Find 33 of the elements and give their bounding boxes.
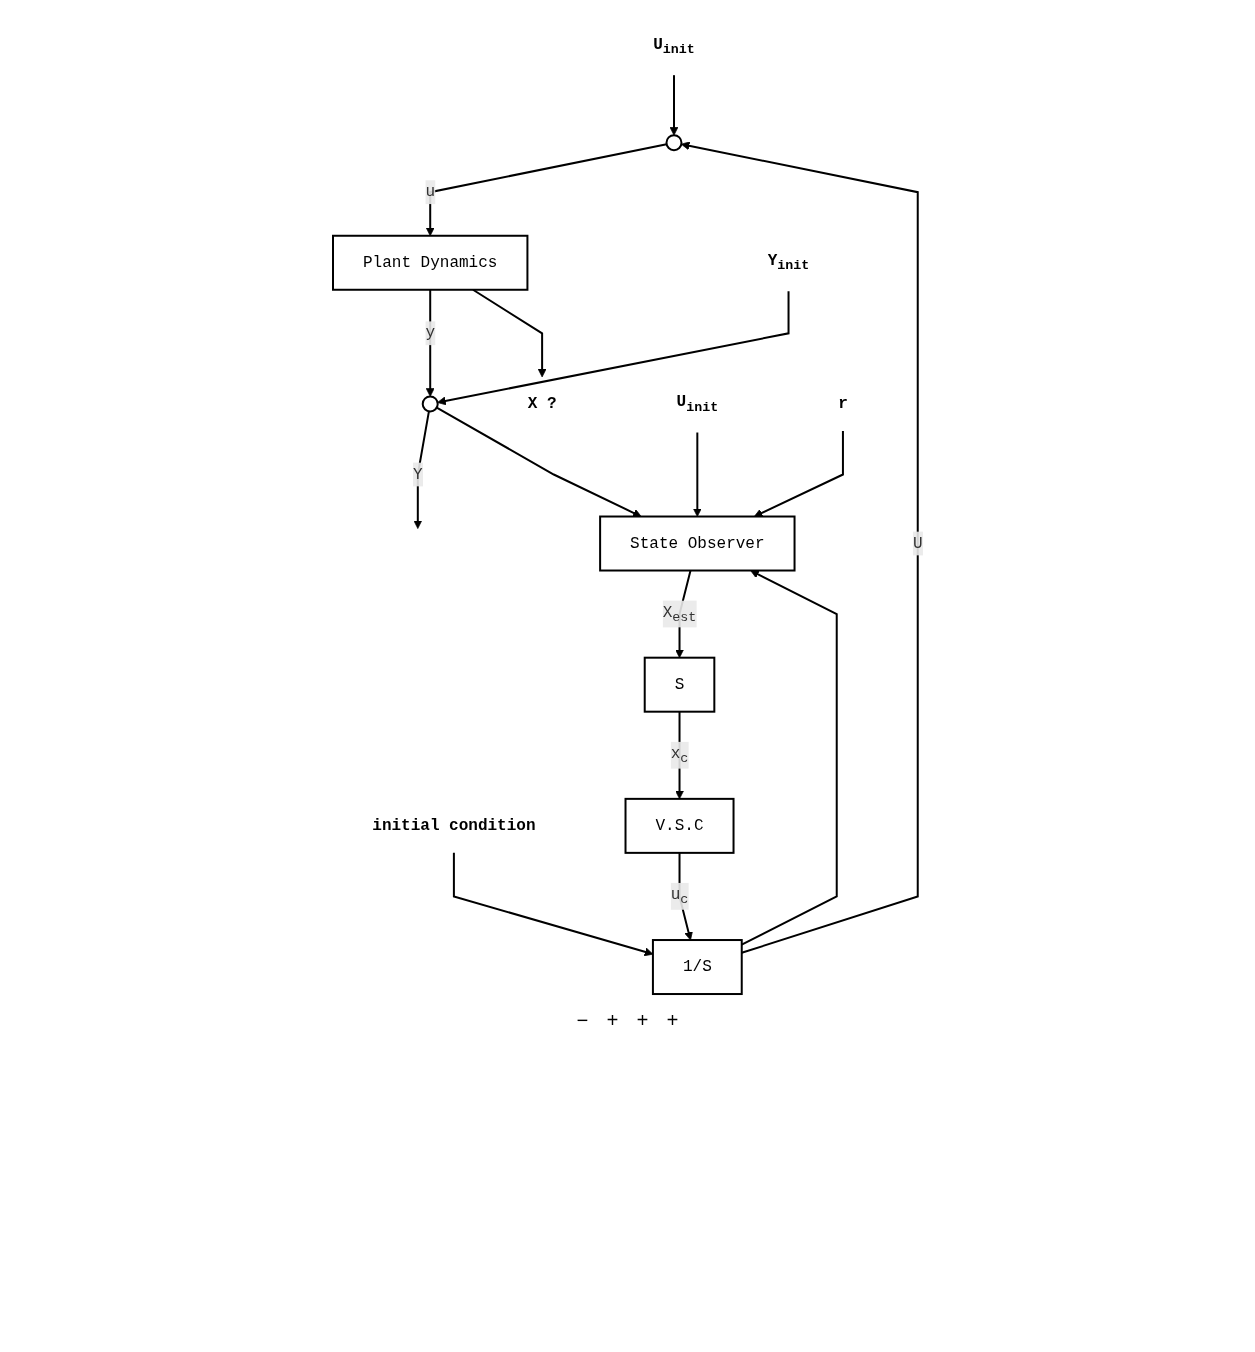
edge-label: Y (412, 465, 423, 484)
node-circle (665, 134, 683, 152)
node-text: X ? (527, 394, 557, 413)
node-box: V.S.C (624, 797, 735, 854)
arrow (753, 429, 844, 518)
sign-label: + (606, 1010, 619, 1034)
arrow (436, 290, 790, 406)
edge-label: X$_{est}$ (662, 603, 697, 625)
arrow (413, 410, 430, 529)
arrow (435, 406, 642, 518)
node-text: Y$_{init}$ (767, 252, 810, 274)
sign-label: − (576, 1010, 589, 1034)
edge-label: y (425, 324, 435, 343)
edge-label: u$_{c}$ (670, 885, 689, 908)
node-text: initial condition (372, 816, 536, 835)
arrow (471, 288, 547, 378)
node-text: U$_{init}$ (652, 36, 695, 58)
node-circle (421, 395, 439, 413)
node-text: r (837, 394, 848, 413)
node-text: U$_{init}$ (676, 393, 718, 415)
node-box: S (643, 656, 716, 713)
edge-label: x$_{c}$ (670, 744, 689, 766)
sign-label: + (666, 1010, 679, 1034)
sign-label: + (636, 1010, 649, 1034)
arrow (692, 431, 702, 517)
node-box: 1/S (651, 939, 743, 996)
edge-label: U (912, 534, 923, 553)
node-box: State Observer (598, 515, 796, 572)
arrow (669, 74, 679, 136)
arrow (425, 288, 435, 397)
node-box: Plant Dynamics (331, 234, 529, 291)
edge-label: u (425, 183, 435, 202)
arrow (425, 143, 668, 237)
